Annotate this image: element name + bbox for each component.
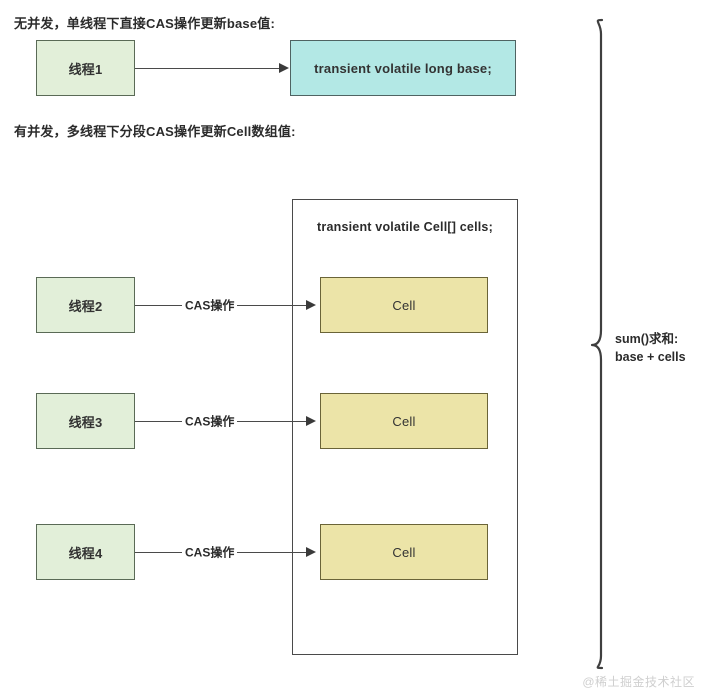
thread-box-3: 线程3	[36, 393, 135, 449]
thread-box-1: 线程1	[36, 40, 135, 96]
thread-box-4: 线程4	[36, 524, 135, 580]
cell-box-1: Cell	[320, 277, 488, 333]
cell-box-2: Cell	[320, 393, 488, 449]
thread-box-4-label: 线程4	[68, 545, 103, 561]
section-heading-multi-thread: 有并发，多线程下分段CAS操作更新Cell数组值:	[14, 124, 296, 139]
edge-label-cas-1: CAS操作	[182, 296, 238, 314]
thread-box-3-label: 线程3	[68, 414, 103, 430]
thread-box-2-label: 线程2	[68, 298, 103, 314]
curly-brace-icon	[590, 18, 604, 670]
edge-label-cas-3: CAS操作	[182, 543, 238, 561]
cell-box-2-label: Cell	[392, 413, 416, 429]
arrow-head-icon-thread1	[279, 63, 289, 73]
cell-box-1-label: Cell	[392, 297, 416, 313]
cells-array-label: transient volatile Cell[] cells;	[317, 220, 493, 234]
arrow-head-icon-thread2	[306, 300, 316, 310]
cell-box-3-label: Cell	[392, 544, 416, 560]
arrow-head-icon-thread3	[306, 416, 316, 426]
arrow-head-icon-thread4	[306, 547, 316, 557]
edge-label-cas-2: CAS操作	[182, 412, 238, 430]
thread-box-1-label: 线程1	[68, 61, 103, 77]
section-heading-single-thread: 无并发，单线程下直接CAS操作更新base值:	[14, 16, 276, 31]
cell-box-3: Cell	[320, 524, 488, 580]
base-field-label: transient volatile long base;	[314, 60, 492, 76]
edge-thread1-to-base	[135, 68, 282, 69]
watermark-text: @稀土掘金技术社区	[582, 675, 695, 689]
summary-line-1: sum()求和:	[615, 332, 679, 346]
summary-annotation: sum()求和: base + cells	[615, 330, 686, 366]
thread-box-2: 线程2	[36, 277, 135, 333]
base-field-box: transient volatile long base;	[290, 40, 516, 96]
summary-line-2: base + cells	[615, 350, 686, 365]
